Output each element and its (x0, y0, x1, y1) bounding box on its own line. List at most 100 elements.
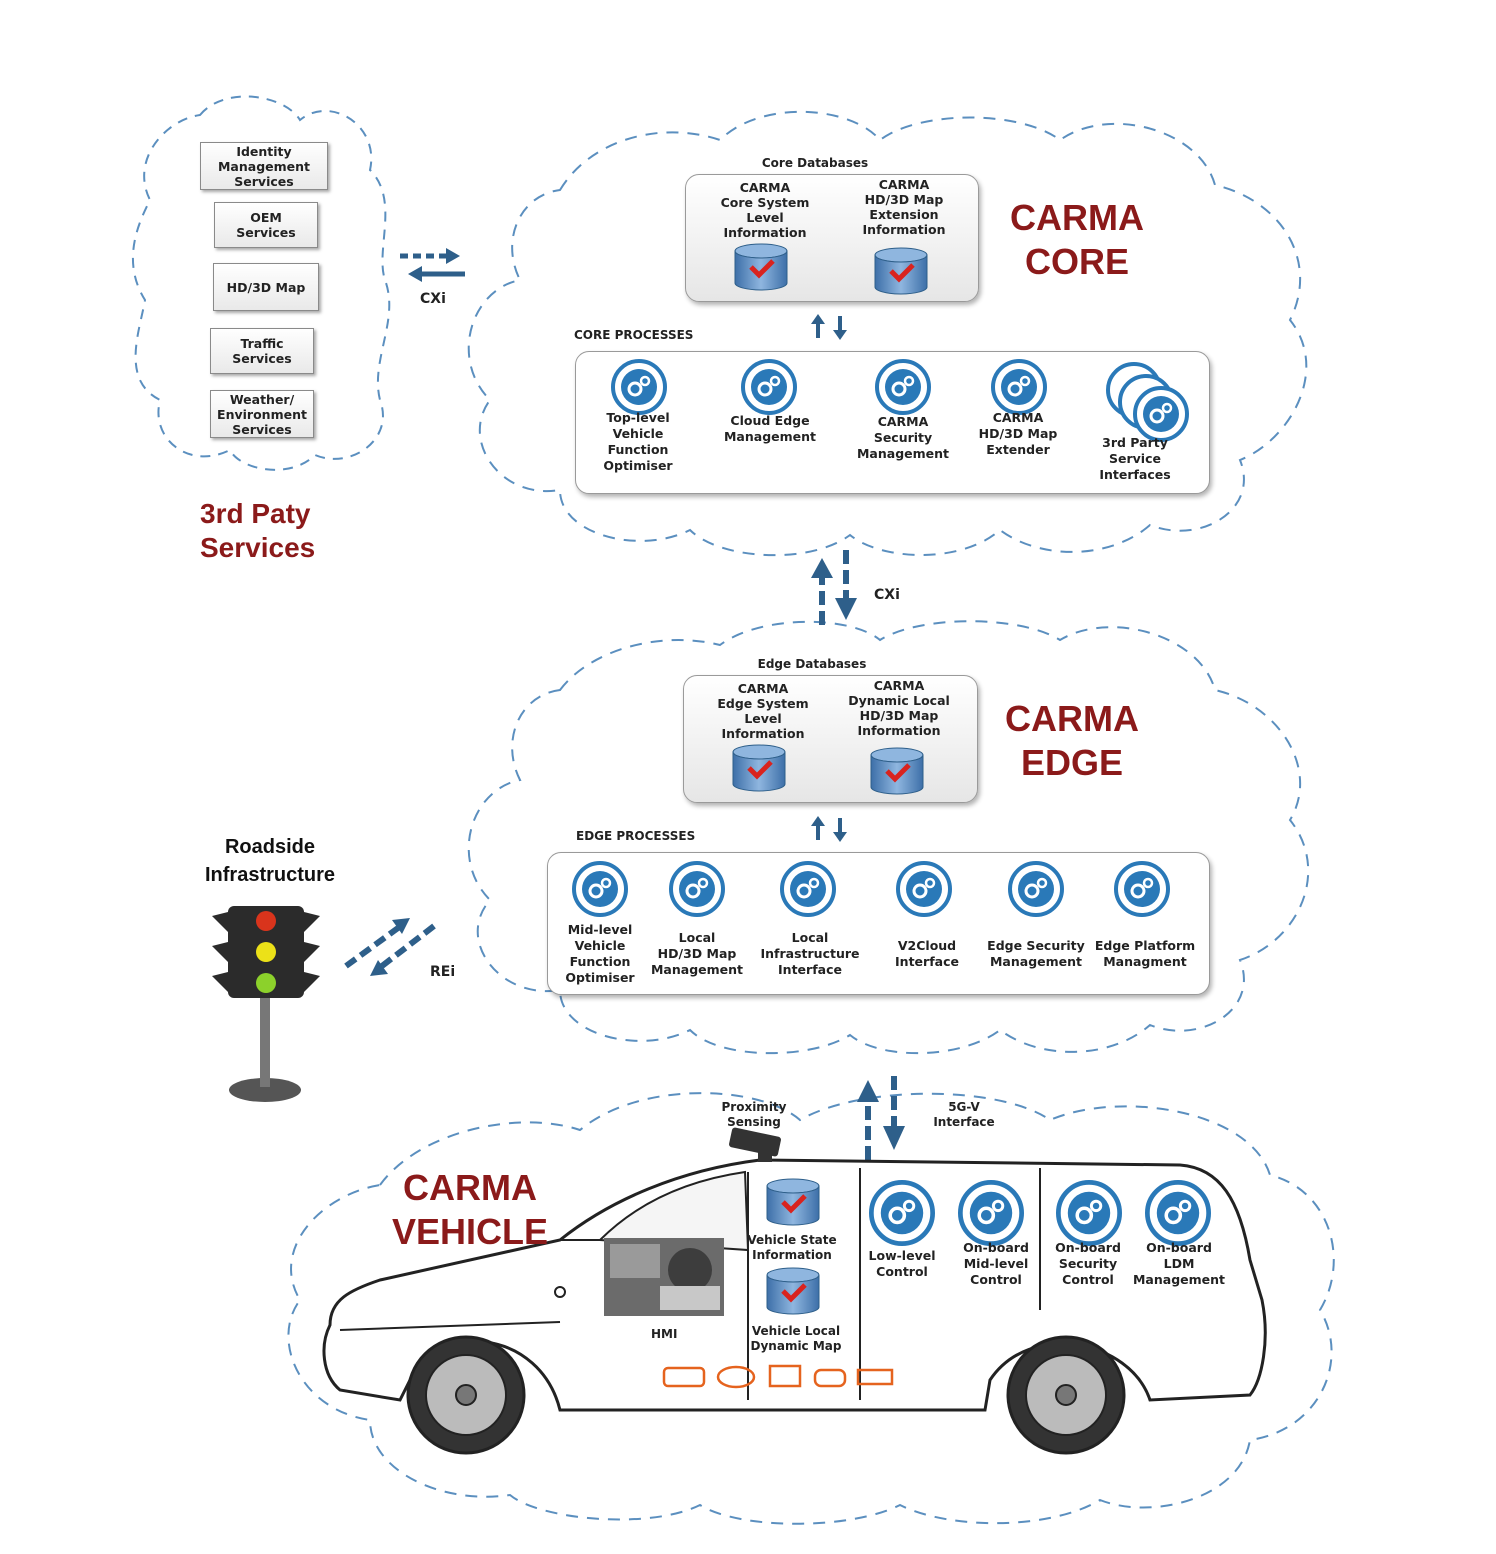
title-line: Roadside (224, 836, 316, 858)
core-db-panel (685, 174, 979, 302)
database-icon (870, 747, 924, 795)
db-line: CARMA (878, 177, 930, 192)
proc-line: Local (678, 930, 716, 945)
rei-arrows (344, 918, 436, 976)
gear-icon (1133, 386, 1189, 442)
gear-icon (869, 1180, 935, 1246)
db-line: Level (744, 711, 782, 726)
third-party-cloud (131, 95, 391, 471)
title-line: Services (200, 532, 316, 563)
gear-icon (958, 1180, 1024, 1246)
service-line: Services (232, 351, 292, 366)
proc-line: CARMA (877, 414, 929, 429)
db-line: CARMA (739, 180, 791, 195)
vehicle-title: CARMA VEHICLE (385, 1166, 555, 1254)
proc-line: Optimiser (603, 458, 673, 473)
gear-icon (1008, 861, 1064, 917)
proc-line: Service (1109, 451, 1161, 466)
proc-line: CARMA (992, 410, 1044, 425)
title-line: CORE (1024, 241, 1129, 282)
database-icon (766, 1178, 820, 1226)
gear-icon (669, 861, 725, 917)
vehicle-cloud (287, 1092, 1335, 1525)
service-hd-map[interactable]: HD/3D Map (213, 263, 319, 311)
service-line: OEM (250, 210, 282, 225)
proc-line: Extender (986, 442, 1050, 457)
fiveg-arrows (857, 1076, 905, 1160)
service-line: HD/3D Map (226, 279, 306, 295)
proc-line: LDM (1163, 1256, 1195, 1271)
title-line: VEHICLE (391, 1211, 549, 1252)
proc-line: Management (856, 446, 949, 461)
proc-line: V2Cloud (897, 938, 957, 953)
vehicle-state-label: Vehicle State Information (736, 1233, 848, 1263)
hmi-image (604, 1238, 724, 1316)
proc-line: Control (876, 1264, 928, 1279)
vehicle-ldm-label: Vehicle Local Dynamic Map (740, 1324, 852, 1354)
db-line: Core System (720, 195, 810, 210)
hmi-label: HMI (651, 1327, 678, 1341)
title-line: Infrastructure (204, 864, 336, 886)
db-line: HD/3D Map (864, 192, 944, 207)
cxi-mid-arrows (811, 550, 857, 625)
title-line: CARMA (1010, 197, 1144, 238)
label-line: Sensing (727, 1115, 781, 1129)
db-line: Dynamic Local (848, 693, 950, 708)
proc-line: Interfaces (1099, 467, 1171, 482)
label-line: Proximity (721, 1100, 787, 1114)
service-line: Weather/ (229, 391, 295, 407)
proc-line: On-board (1055, 1240, 1121, 1255)
proc-line: HD/3D Map (657, 946, 737, 961)
proc-line: Top-level (606, 410, 670, 425)
gear-icon (741, 359, 797, 415)
proc-line: Interface (778, 962, 842, 977)
proc-line: Vehicle (574, 938, 626, 953)
proc-line: Low-level (868, 1248, 936, 1263)
label-line: Vehicle State (747, 1233, 837, 1247)
proc-line: Security (873, 430, 933, 445)
title-line: EDGE (1020, 742, 1124, 783)
core-db-heading: Core Databases (761, 156, 869, 170)
proc-line: Control (970, 1272, 1022, 1287)
cxi-mid-label: CXi (874, 587, 900, 603)
camera-icon (729, 1127, 781, 1162)
edge-db-arrows (811, 816, 847, 842)
proc-line: On-board (1146, 1240, 1212, 1255)
proc-line: Vehicle (612, 426, 664, 441)
label-line: Interface (933, 1115, 995, 1129)
service-line: Services (236, 225, 296, 240)
db-line: CARMA (873, 678, 925, 693)
proc-line: Control (1062, 1272, 1114, 1287)
gear-icon (1056, 1180, 1122, 1246)
edge-cloud (467, 620, 1310, 1055)
db-line: HD/3D Map (859, 708, 939, 723)
service-line: Management (217, 158, 310, 174)
service-line: Environment (217, 406, 307, 422)
core-title: CARMA CORE (1002, 196, 1152, 284)
gear-icon (991, 359, 1047, 415)
proc-line: Mid-level (963, 1256, 1029, 1271)
edge-db-heading: Edge Databases (757, 657, 867, 671)
